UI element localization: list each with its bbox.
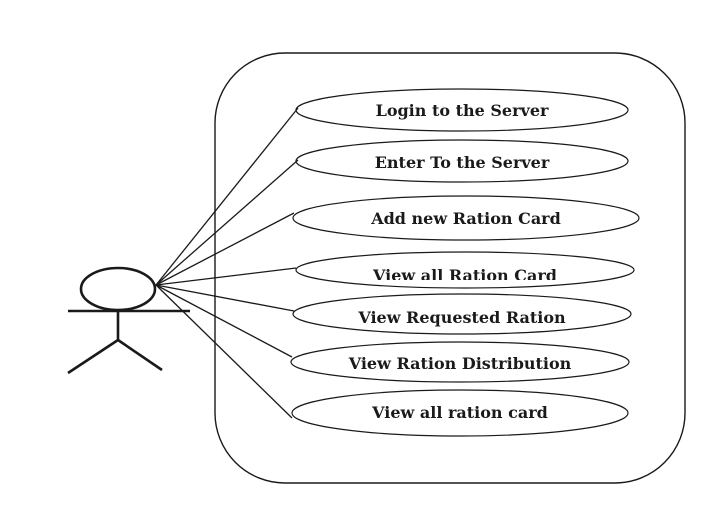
association-line (155, 267, 297, 286)
use-case-label: Add new Ration Card (370, 209, 561, 228)
association-lines (155, 107, 299, 419)
association-line (155, 284, 295, 312)
use-case-2: Enter To the Server (295, 139, 629, 183)
use-case-oval (290, 341, 630, 383)
use-case-1: Login to the Server (295, 88, 629, 132)
use-case-oval (292, 293, 632, 335)
stick-figure-icon (67, 266, 190, 375)
use-case-oval (295, 88, 629, 132)
actor-right-leg (117, 338, 163, 372)
association-line (155, 284, 293, 419)
use-case-label: View Requested Ration (357, 308, 566, 327)
use-case-6: View Ration Distribution (290, 341, 630, 383)
use-case-4: View all Ration Card (295, 251, 635, 289)
association-line (155, 284, 293, 358)
use-case-5: View Requested Ration (292, 293, 632, 335)
association-line (155, 107, 299, 286)
use-case-label: View Ration Distribution (348, 354, 572, 373)
use-case-7: View all ration card (291, 389, 629, 437)
use-case-oval (292, 195, 640, 241)
use-case-oval (295, 251, 635, 289)
use-case-label: Login to the Server (376, 101, 549, 120)
use-case-label: View all Ration Card (372, 266, 557, 285)
use-case-3: Add new Ration Card (292, 195, 640, 241)
system-boundary (214, 52, 686, 484)
use-case-oval (291, 389, 629, 437)
association-line (155, 159, 299, 286)
actor-left-leg (67, 338, 119, 375)
use-case-oval (295, 139, 629, 183)
use-case-label: View all ration card (371, 403, 548, 422)
use-case-label: Enter To the Server (375, 153, 550, 172)
association-line (155, 212, 295, 286)
actor-head (79, 266, 157, 312)
